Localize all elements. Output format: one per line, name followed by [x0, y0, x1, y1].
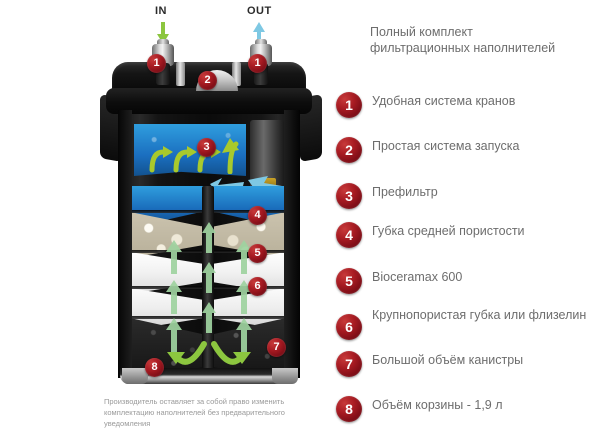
arrow-down-icon [157, 22, 169, 44]
callout-badge-5[interactable]: 5 [248, 244, 267, 263]
legend-badge-8[interactable]: 8 [336, 396, 362, 422]
base-foot-right [272, 368, 298, 384]
flow-arrows-prefilter [149, 138, 239, 174]
canister-wall-left [118, 110, 132, 378]
legend-label-7: Большой объём канистры [372, 353, 524, 367]
legend-label-1: Удобная система кранов [372, 94, 516, 108]
filter-cutaway-diagram: IN OUT [100, 5, 322, 428]
base-foot-left [122, 368, 148, 384]
legend-label-3: Префильтр [372, 185, 438, 199]
canister-base [120, 368, 298, 384]
legend-badge-7[interactable]: 7 [336, 351, 362, 377]
canister-wall-right [284, 110, 300, 378]
legend-badge-6[interactable]: 6 [336, 314, 362, 340]
inlet-label: IN [155, 5, 167, 17]
callout-badge-2[interactable]: 2 [198, 71, 217, 90]
callout-badge-3[interactable]: 3 [197, 138, 216, 157]
tap-post-right [232, 62, 241, 86]
legend-badge-3[interactable]: 3 [336, 183, 362, 209]
callout-badge-7[interactable]: 7 [267, 338, 286, 357]
callout-badge-1b[interactable]: 1 [248, 54, 267, 73]
filter-head-lip [106, 88, 312, 114]
legend-panel: Полный комплект фильтрационных наполните… [334, 0, 600, 442]
callout-badge-4[interactable]: 4 [248, 206, 267, 225]
legend-badge-5[interactable]: 5 [336, 268, 362, 294]
legend-label-5: Bioceramax 600 [372, 270, 463, 284]
disclaimer-text: Производитель оставляет за собой право и… [104, 397, 285, 428]
legend-label-4: Губка средней пористости [372, 224, 525, 238]
callout-badge-8[interactable]: 8 [145, 358, 164, 377]
legend-label-6: Крупнопористая губка или флизелин [372, 308, 587, 322]
callout-badge-6[interactable]: 6 [248, 277, 267, 296]
tap-post-left [176, 62, 185, 86]
legend-label-2: Простая система запуска [372, 139, 520, 153]
legend-badge-2[interactable]: 2 [336, 137, 362, 163]
legend-title: Полный комплект фильтрационных наполните… [370, 25, 556, 55]
flow-arrows-media [166, 222, 252, 365]
legend-label-8: Объём корзины - 1,9 л [372, 398, 503, 412]
legend-badge-4[interactable]: 4 [336, 222, 362, 248]
outlet-label: OUT [247, 5, 272, 17]
arrow-up-icon [253, 22, 265, 44]
callout-badge-1a[interactable]: 1 [147, 54, 166, 73]
legend-badge-1[interactable]: 1 [336, 92, 362, 118]
